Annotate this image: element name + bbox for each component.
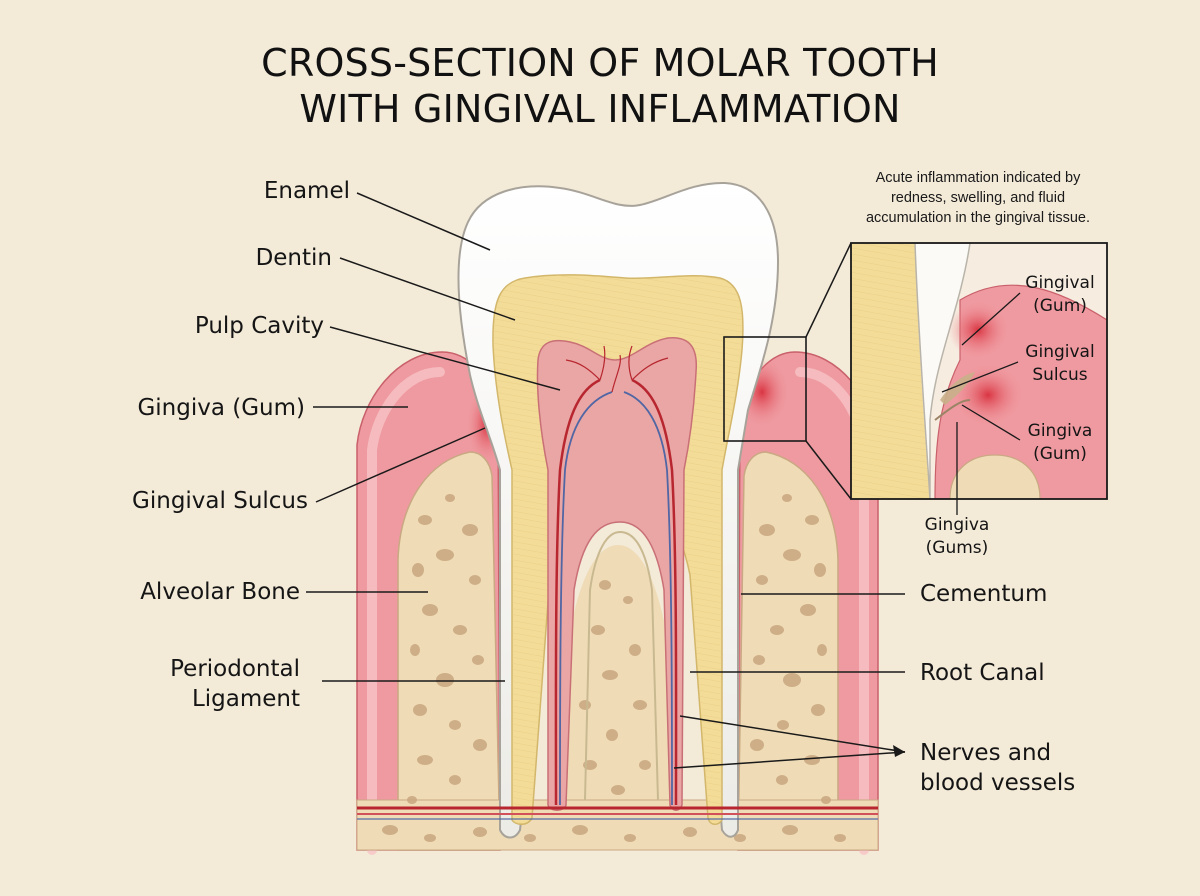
- inset-gums-bottom-line2: (Gums): [925, 538, 989, 558]
- title-line-2: WITH GINGIVAL INFLAMMATION: [299, 87, 901, 131]
- label-enamel: Enamel: [263, 178, 350, 204]
- inset-label-gingiva-gum: Gingiva (Gum): [1016, 420, 1104, 466]
- note-line-3: accumulation in the gingival tissue.: [865, 210, 1091, 226]
- label-gingival-sulcus: Gingival Sulcus: [132, 488, 308, 514]
- inset-gums-bottom-line1: Gingiva: [924, 515, 990, 535]
- inset-magnified-view: [851, 243, 1107, 499]
- inflammation-note: Acute inflammation indicated by redness,…: [836, 168, 1120, 228]
- label-dentin: Dentin: [255, 245, 332, 271]
- alveolar-bone-left: [397, 451, 501, 851]
- label-gingiva: Gingiva (Gum): [137, 395, 305, 421]
- alveolar-bone-right: [737, 451, 839, 851]
- label-nerves-line1: Nerves and: [920, 740, 1052, 766]
- inset-frame: [850, 242, 1108, 500]
- label-periodontal-line1: Periodontal: [170, 656, 300, 682]
- label-root-canal: Root Canal: [920, 660, 1045, 686]
- cementum-line: [584, 530, 659, 801]
- title-line-1: CROSS-SECTION OF MOLAR TOOTH: [261, 41, 939, 85]
- label-pulp-cavity: Pulp Cavity: [194, 313, 324, 339]
- magnify-region-box: [723, 336, 807, 442]
- note-line-2: redness, swelling, and fluid: [890, 190, 1066, 206]
- label-nerves-line2: blood vessels: [920, 770, 1076, 796]
- inset-gum-top-line2: (Gum): [1033, 296, 1087, 316]
- leader-lines: [306, 192, 906, 769]
- inset-leader-lines: [941, 292, 1021, 515]
- inset-label-gingival-sulcus: Gingival Sulcus: [1016, 341, 1104, 387]
- inset-gum-mid-line2: (Gum): [1033, 444, 1087, 464]
- label-cementum: Cementum: [920, 581, 1048, 607]
- inset-label-gingiva-gums: Gingiva (Gums): [913, 514, 1001, 560]
- inset-gum-mid-line1: Gingiva: [1027, 421, 1093, 441]
- bone-pores: [382, 494, 846, 842]
- page-title: CROSS-SECTION OF MOLAR TOOTH WITH GINGIV…: [0, 40, 1200, 132]
- label-periodontal-line2: Ligament: [191, 686, 300, 712]
- pulp-cavity: [536, 337, 698, 811]
- note-line-1: Acute inflammation indicated by: [875, 170, 1081, 186]
- label-nerves-blood-vessels: Nerves and blood vessels: [920, 738, 1075, 798]
- nerves-vessels: [357, 345, 878, 820]
- inset-sulcus-line1: Gingival: [1025, 342, 1095, 362]
- inset-label-gingival-gum: Gingival (Gum): [1016, 272, 1104, 318]
- label-periodontal-ligament: Periodontal Ligament: [130, 654, 300, 714]
- label-alveolar-bone: Alveolar Bone: [140, 579, 300, 605]
- inset-gum-top-line1: Gingival: [1025, 273, 1095, 293]
- inset-sulcus-line2: Sulcus: [1032, 365, 1088, 385]
